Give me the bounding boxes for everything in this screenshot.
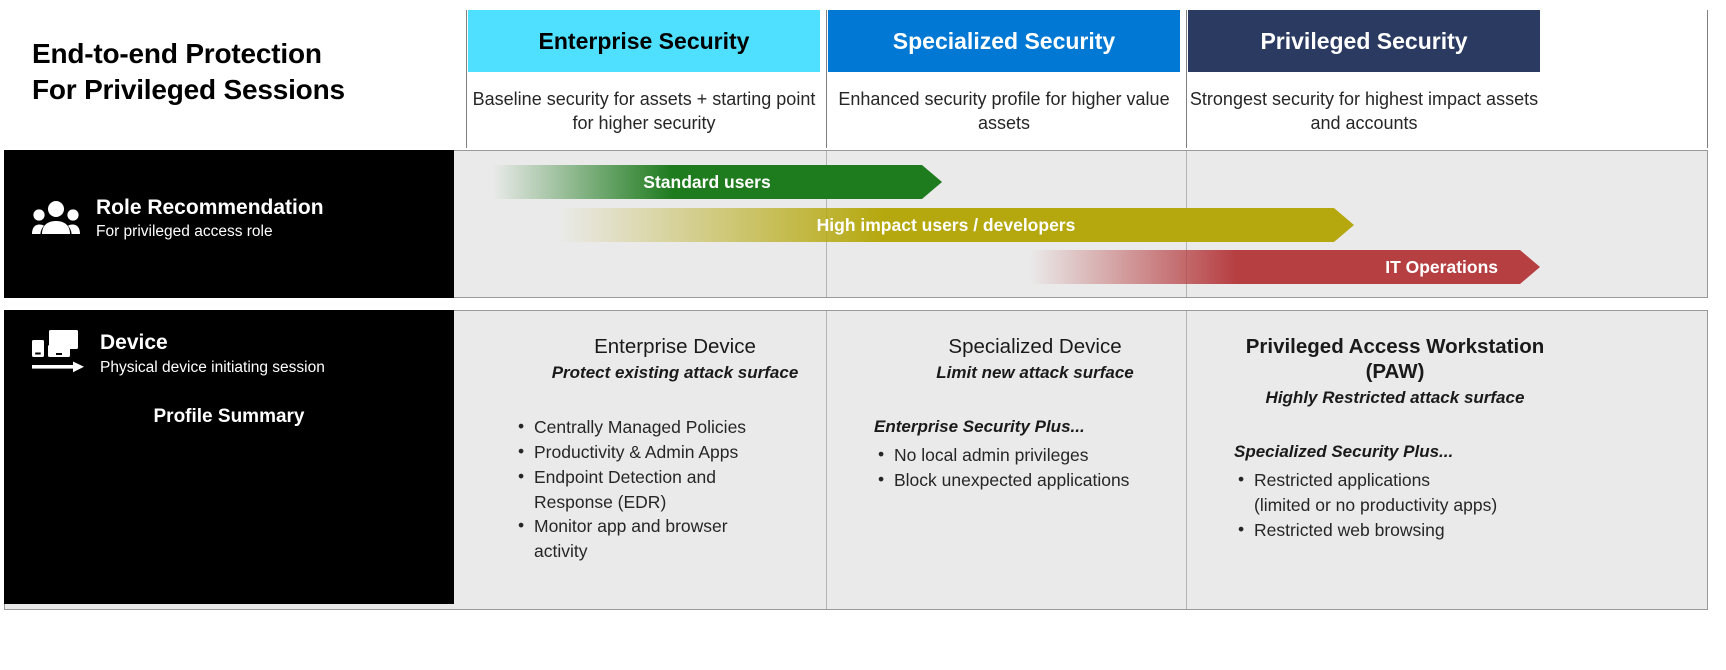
device-text: Device Physical device initiating sessio… bbox=[100, 331, 325, 377]
role-arrow-standard-users: Standard users bbox=[492, 165, 942, 199]
list-item-continuation: Response (EDR) bbox=[534, 491, 667, 512]
device-cell-privileged-subtitle: Highly Restricted attack surface bbox=[1265, 388, 1525, 407]
header-separator-2 bbox=[826, 10, 827, 148]
column-description-specialized-security: Enhanced security profile for higher val… bbox=[838, 89, 1170, 133]
list-item: Block unexpected applications bbox=[874, 467, 1196, 493]
list-item: Endpoint Detection and bbox=[514, 464, 836, 490]
header-separator-4 bbox=[1707, 10, 1708, 148]
device-cell-enterprise: Enterprise Device Protect existing attac… bbox=[496, 310, 854, 564]
list-item: Restricted applications bbox=[1234, 467, 1556, 493]
column-header-enterprise-security: Enterprise Security Baseline security fo… bbox=[468, 10, 820, 148]
list-item: No local admin privileges bbox=[874, 442, 1196, 468]
page-title: End-to-end Protection For Privileged Ses… bbox=[32, 36, 452, 108]
role-arrow-it-operations-body bbox=[1030, 250, 1520, 284]
device-cell-privileged: Privileged Access Workstation (PAW) High… bbox=[1216, 310, 1574, 543]
role-arrow-it-operations-tip bbox=[1520, 250, 1540, 284]
device-cell-privileged-title: Privileged Access Workstation (PAW) bbox=[1245, 335, 1545, 383]
device-cell-specialized: Specialized Device Limit new attack surf… bbox=[856, 310, 1214, 493]
role-arrow-high-impact-users-tip bbox=[1334, 208, 1354, 242]
column-header-privileged-security: Privileged Security Strongest security f… bbox=[1188, 10, 1540, 148]
role-arrow-high-impact-users: High impact users / developers bbox=[558, 208, 1354, 242]
page-title-line-1: End-to-end Protection bbox=[32, 38, 322, 69]
people-group-icon bbox=[32, 200, 80, 239]
role-arrow-standard-users-label: Standard users bbox=[643, 171, 771, 192]
device-cell-specialized-plus-header: Enterprise Security Plus... bbox=[874, 417, 1085, 436]
column-title-privileged-security: Privileged Security bbox=[1188, 10, 1540, 72]
devices-arrow-icon bbox=[32, 328, 84, 381]
role-arrow-standard-users-tip bbox=[922, 165, 942, 199]
device-cell-enterprise-title: Enterprise Device bbox=[594, 335, 756, 358]
list-item: Productivity & Admin Apps bbox=[514, 439, 836, 465]
list-item: Centrally Managed Policies bbox=[514, 414, 836, 440]
device-cell-enterprise-subtitle: Protect existing attack surface bbox=[551, 363, 799, 382]
device-title: Device bbox=[100, 331, 168, 355]
role-recommendation-label-block: Role Recommendation For privileged acces… bbox=[4, 150, 454, 298]
list-item-continuation: (limited or no productivity apps) bbox=[1254, 494, 1498, 515]
device-cell-specialized-bullets: No local admin privileges Block unexpect… bbox=[874, 442, 1196, 493]
header-separator-1 bbox=[466, 10, 467, 148]
list-item-continuation: activity bbox=[534, 541, 588, 562]
device-label-block: Device Physical device initiating sessio… bbox=[4, 310, 454, 604]
role-recommendation-text: Role Recommendation For privileged acces… bbox=[96, 196, 324, 242]
header-separator-3 bbox=[1186, 10, 1187, 148]
profile-summary-label: Profile Summary bbox=[153, 406, 305, 427]
page-title-line-2: For Privileged Sessions bbox=[32, 73, 345, 105]
device-cell-specialized-title: Specialized Device bbox=[948, 335, 1122, 358]
column-description-privileged-security: Strongest security for highest impact as… bbox=[1189, 89, 1539, 133]
device-cell-privileged-bullets: Restricted applications (limited or no p… bbox=[1234, 467, 1556, 543]
device-cell-privileged-plus-header: Specialized Security Plus... bbox=[1234, 442, 1454, 461]
column-header-specialized-security: Specialized Security Enhanced security p… bbox=[828, 10, 1180, 148]
role-arrow-high-impact-users-body bbox=[558, 208, 1334, 242]
list-item: Monitor app and browser bbox=[514, 513, 836, 539]
list-item: Restricted web browsing bbox=[1234, 517, 1556, 543]
device-cell-enterprise-bullets: Centrally Managed Policies Productivity … bbox=[514, 414, 836, 564]
role-arrow-it-operations-label: IT Operations bbox=[1385, 256, 1498, 277]
role-recommendation-subtitle: For privileged access role bbox=[96, 223, 273, 241]
role-arrow-it-operations: IT Operations bbox=[1030, 250, 1540, 284]
role-arrow-high-impact-users-label: High impact users / developers bbox=[816, 214, 1076, 235]
column-description-enterprise-security: Baseline security for assets + starting … bbox=[472, 89, 816, 133]
column-title-enterprise-security: Enterprise Security bbox=[468, 10, 820, 72]
column-title-specialized-security: Specialized Security bbox=[828, 10, 1180, 72]
device-cell-specialized-subtitle: Limit new attack surface bbox=[936, 363, 1134, 382]
device-subtitle: Physical device initiating session bbox=[100, 358, 325, 376]
role-recommendation-title: Role Recommendation bbox=[96, 196, 324, 219]
role-arrow-standard-users-body bbox=[492, 165, 922, 199]
